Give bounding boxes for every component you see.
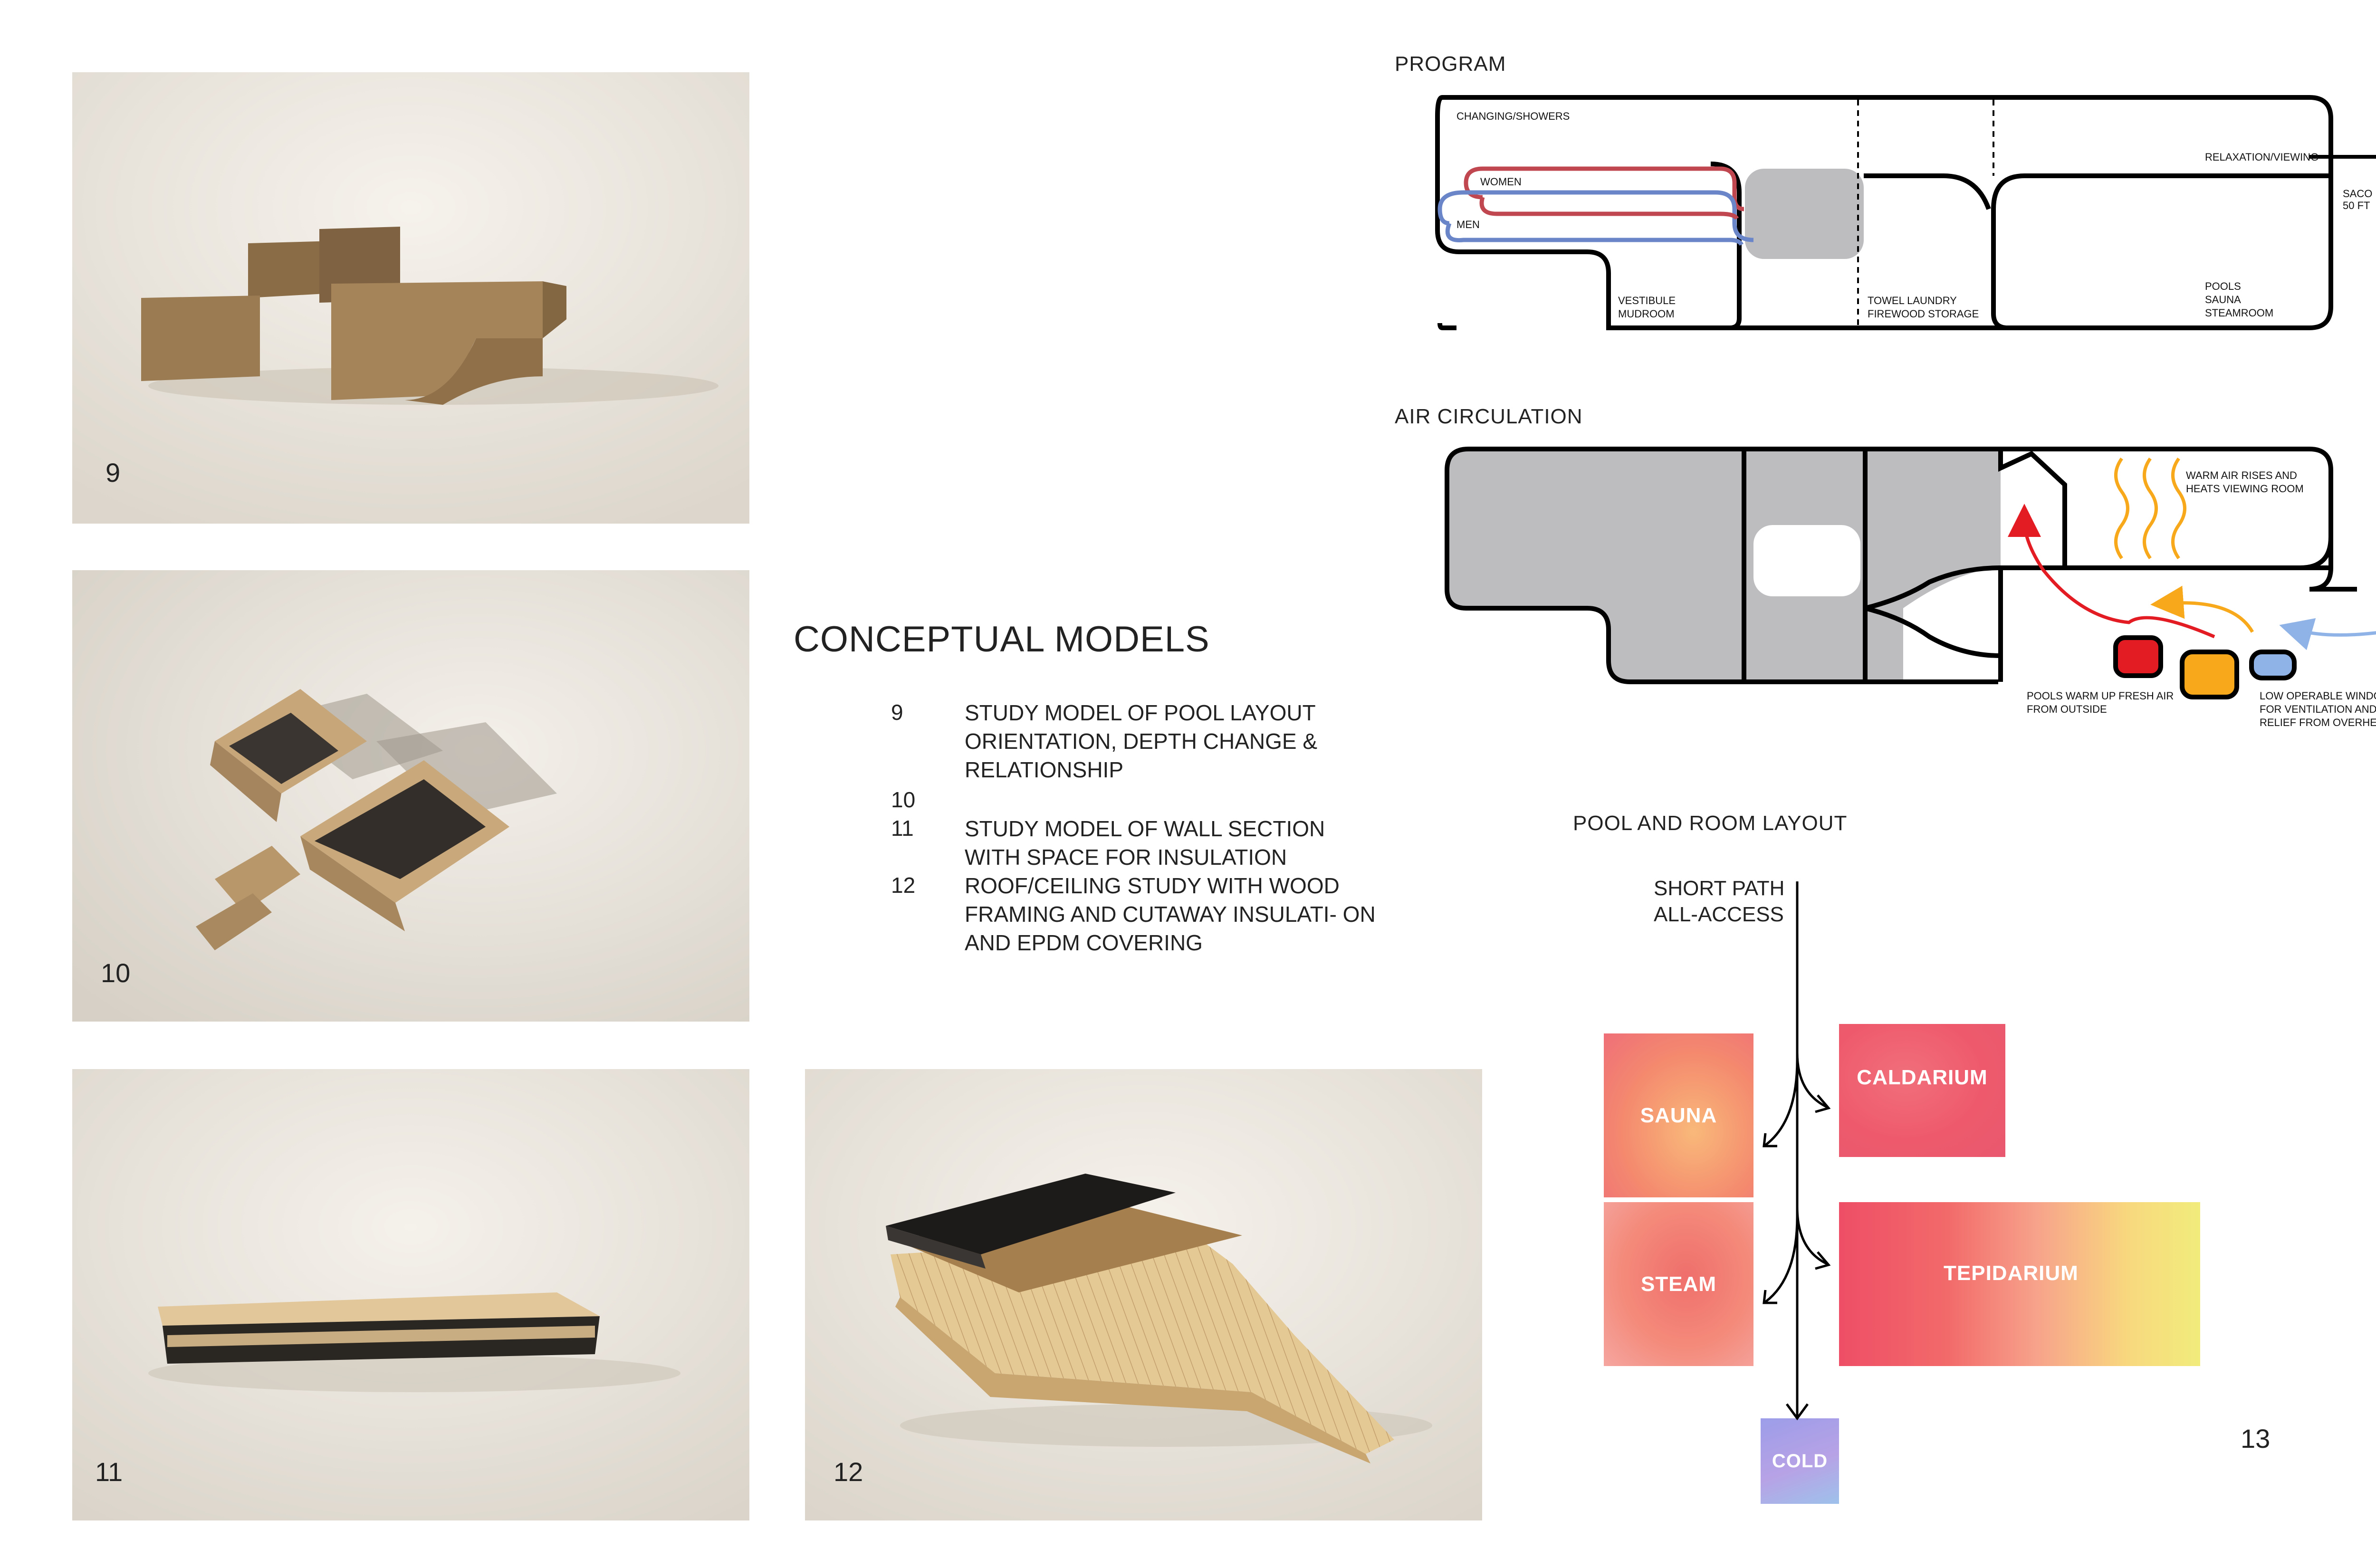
caption-text: STUDY MODEL OF POOL LAYOUT ORIENTATION, … [965,700,1318,782]
caption-number: 12 [891,873,916,898]
room-steam: STEAM [1604,1202,1753,1366]
program-label-towel: TOWEL LAUNDRY [1868,295,1957,306]
air-label-window-2: FOR VENTILATION AND [2260,703,2376,715]
room-sauna-label: SAUNA [1640,1103,1717,1127]
program-label-changing: CHANGING/SHOWERS [1456,110,1570,122]
photo-model-10: 10 [72,570,749,1022]
room-steam-label: STEAM [1641,1272,1716,1296]
caption-number: 9 [891,700,903,725]
caption-number: 10 [891,787,916,812]
program-label-sauna: SAUNA [2205,294,2241,306]
page-title: CONCEPTUAL MODELS [794,619,1210,660]
program-title: PROGRAM [1395,52,1506,76]
figure-number-13: 13 [2241,1424,2271,1453]
room-tepidarium-top [1856,1159,2200,1202]
room-cold-label: COLD [1772,1450,1828,1472]
program-label-saco-dist: 50 FT [2343,200,2370,211]
program-label-men: MEN [1456,219,1480,230]
air-label-warm-2: HEATS VIEWING ROOM [2186,483,2304,495]
program-label-relax: RELAXATION/VIEWING [2205,151,2319,163]
program-label-pools: POOLS [2205,280,2241,292]
room-caldarium-label: CALDARIUM [1857,1066,1988,1089]
photo-number: 9 [105,458,121,488]
program-label-firewood: FIREWOOD STORAGE [1868,308,1979,320]
room-tepidarium-label: TEPIDARIUM [1944,1262,2079,1285]
caption-text: ROOF/CEILING STUDY WITH WOOD FRAMING AND… [965,873,1376,955]
air-label-pools-1: POOLS WARM UP FRESH AIR [2027,690,2174,702]
program-label-women: WOMEN [1480,176,1522,188]
layout-path-label-2: ALL-ACCESS [1654,903,1784,926]
layout-title: POOL AND ROOM LAYOUT [1573,812,1848,835]
room-sauna: SAUNA [1604,1033,1753,1197]
program-label-mudroom: MUDROOM [1618,308,1675,320]
layout-path-label-1: SHORT PATH [1654,877,1785,900]
photo-model-12: 12 [805,1069,1482,1520]
air-title: AIR CIRCULATION [1395,405,1583,428]
program-label-steamroom: STEAMROOM [2205,307,2274,319]
caption-number: 11 [891,816,914,841]
air-label-pools-2: FROM OUTSIDE [2027,703,2107,715]
room-caldarium: CALDARIUM [1839,1024,2005,1157]
air-label-warm-1: WARM AIR RISES AND [2186,469,2297,481]
air-label-window-1: LOW OPERABLE WINDOW [2260,690,2376,702]
photo-model-11: 11 [72,1069,749,1520]
program-shapes [1435,95,2376,330]
photo-number: 10 [101,958,131,988]
room-cold: COLD [1761,1418,1839,1504]
program-label-vestibule: VESTIBULE [1618,295,1676,306]
photo-number: 11 [95,1457,123,1487]
photo-model-9: 9 [72,72,749,524]
caption-text: STUDY MODEL OF WALL SECTION WITH SPACE F… [965,816,1325,870]
photo-number: 12 [834,1457,863,1487]
program-label-saco: SACO LAKE [2343,188,2376,200]
air-label-window-3: RELIEF FROM OVERHEATING [2260,717,2376,728]
room-tepidarium: TEPIDARIUM [1839,1202,2200,1366]
